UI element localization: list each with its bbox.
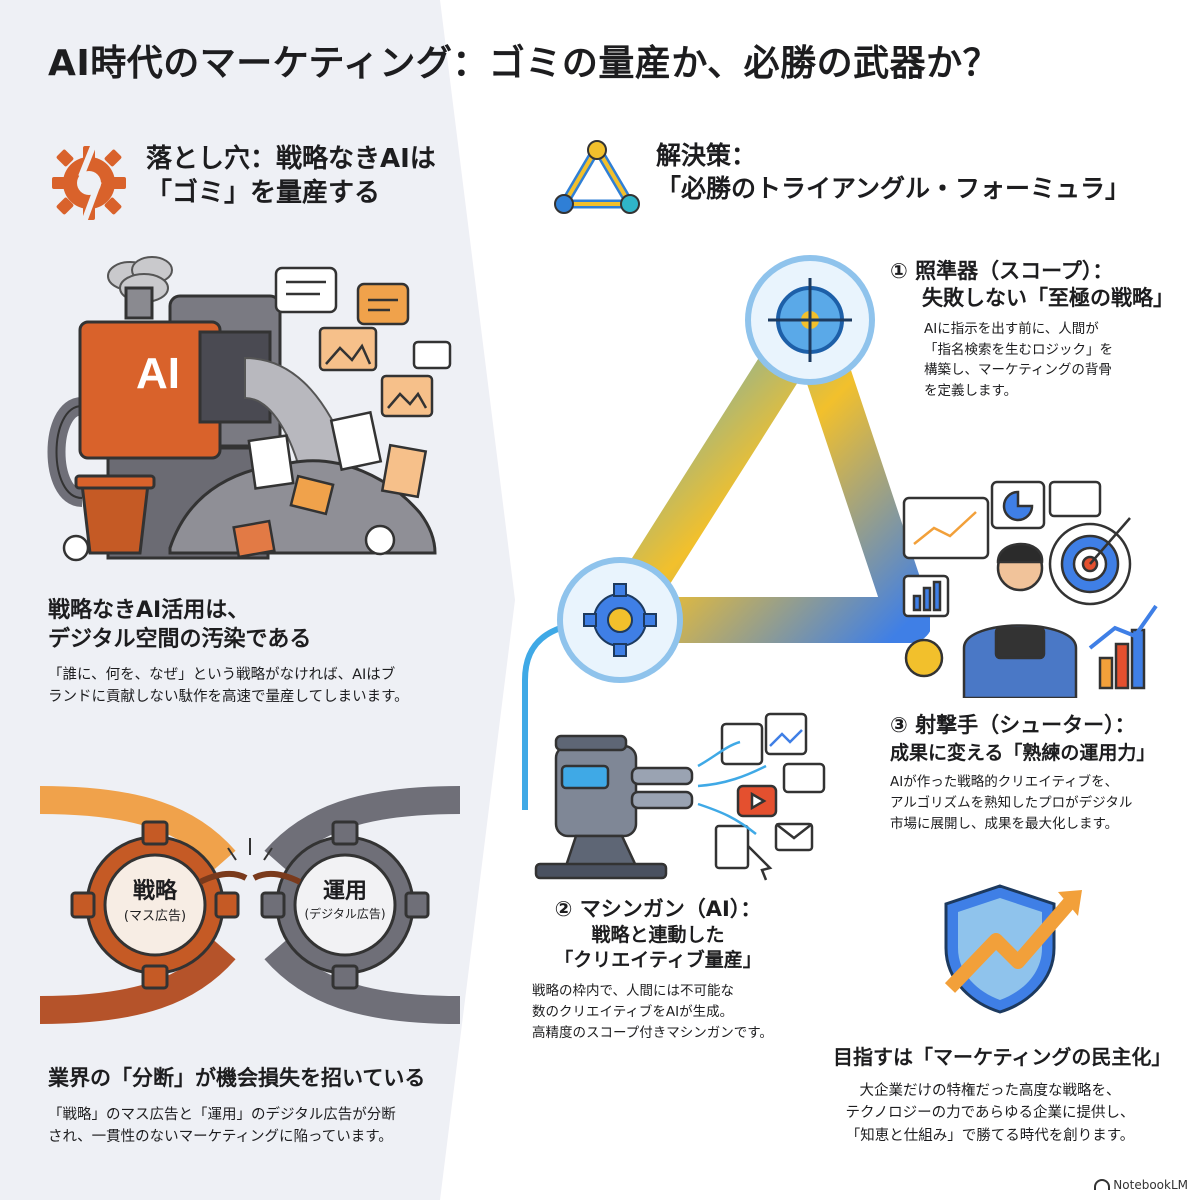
machinegun-heading-line3: 「クリエイティブ量産」 bbox=[554, 948, 762, 971]
machinegun-section: ② マシンガン（AI）： 戦略と連動した 「クリエイティブ量産」 戦略の枠内で、… bbox=[528, 896, 788, 1043]
ai-garbage-machine-illustration: AI bbox=[47, 256, 452, 562]
scope-section: ① 照準器（スコープ）： 失敗しない「至極の戦略」 AIに指示を出す前に、人間が… bbox=[890, 258, 1174, 402]
machinegun-body: 戦略の枠内で、人間には不可能な 数のクリエイティブをAIが生成。 高精度のスコー… bbox=[532, 982, 773, 1041]
gear-operation: 運用 (デジタル広告) bbox=[304, 879, 386, 921]
pitfall-body: 「誰に、何を、なぜ」という戦略がなければ、AIはブ ランドに貢献しない駄作を高速… bbox=[48, 667, 409, 706]
divide-heading: 業界の「分断」が機会損失を招いている bbox=[48, 1066, 426, 1090]
divided-gears-illustration bbox=[40, 786, 460, 1024]
pitfall-subheading: 戦略なきAI活用は、 デジタル空間の汚染である bbox=[48, 598, 312, 652]
ai-machinegun-illustration bbox=[534, 712, 826, 881]
divide-body: 「戦略」のマス広告と「運用」のデジタル広告が分断 され、一貫性のないマーケティン… bbox=[48, 1107, 396, 1146]
gear-strategy: 戦略 (マス広告) bbox=[123, 879, 187, 924]
democratize-body: 大企業だけの特権だった高度な戦略を、 テクノロジーの力であらゆる企業に提供し、 … bbox=[845, 1083, 1135, 1144]
democratize-heading: 目指すは「マーケティングの民主化」 bbox=[833, 1045, 1172, 1069]
shield-arrow-icon bbox=[944, 884, 1082, 1014]
scope-heading-line1: ① 照準器（スコープ）： bbox=[890, 259, 1114, 283]
brand-watermark: NotebookLM bbox=[1094, 1178, 1188, 1192]
shooter-section: ③ 射撃手（シューター）： 成果に変える「熟練の運用力」 AIが作った戦略的クリ… bbox=[890, 712, 1155, 835]
machine-ai-label: AI bbox=[136, 349, 180, 398]
page-title: AI時代のマーケティング：ゴミの量産か、必勝の武器か？ bbox=[48, 43, 1000, 84]
machinegun-heading-line2: 戦略と連動した bbox=[591, 924, 725, 947]
shooter-heading-line1: ③ 射撃手（シューター）： bbox=[890, 713, 1136, 737]
scope-heading-line2: 失敗しない「至極の戦略」 bbox=[922, 286, 1174, 311]
machinegun-heading-line1: ② マシンガン（AI）： bbox=[554, 897, 762, 921]
shooter-heading-line2: 成果に変える「熟練の運用力」 bbox=[890, 742, 1156, 765]
triangle-icon bbox=[554, 140, 640, 214]
shooter-body: AIが作った戦略的クリエイティブを、 アルゴリズムを熟知したプロがデジタル 市場… bbox=[890, 773, 1133, 832]
pitfall-heading: 落とし穴：戦略なきAIは 「ゴミ」を量産する bbox=[146, 144, 436, 208]
triangle-formula-illustration bbox=[522, 255, 930, 810]
broken-gear-icon bbox=[52, 142, 126, 224]
shooter-illustration bbox=[902, 480, 1158, 698]
scope-body: AIに指示を出す前に、人間が 「指名検索を生むロジック」を 構築し、マーケティン… bbox=[924, 320, 1113, 400]
notebooklm-logo-icon bbox=[1094, 1179, 1111, 1190]
solution-heading: 解決策： 「必勝のトライアングル・フォーミュラ」 bbox=[656, 141, 1131, 203]
